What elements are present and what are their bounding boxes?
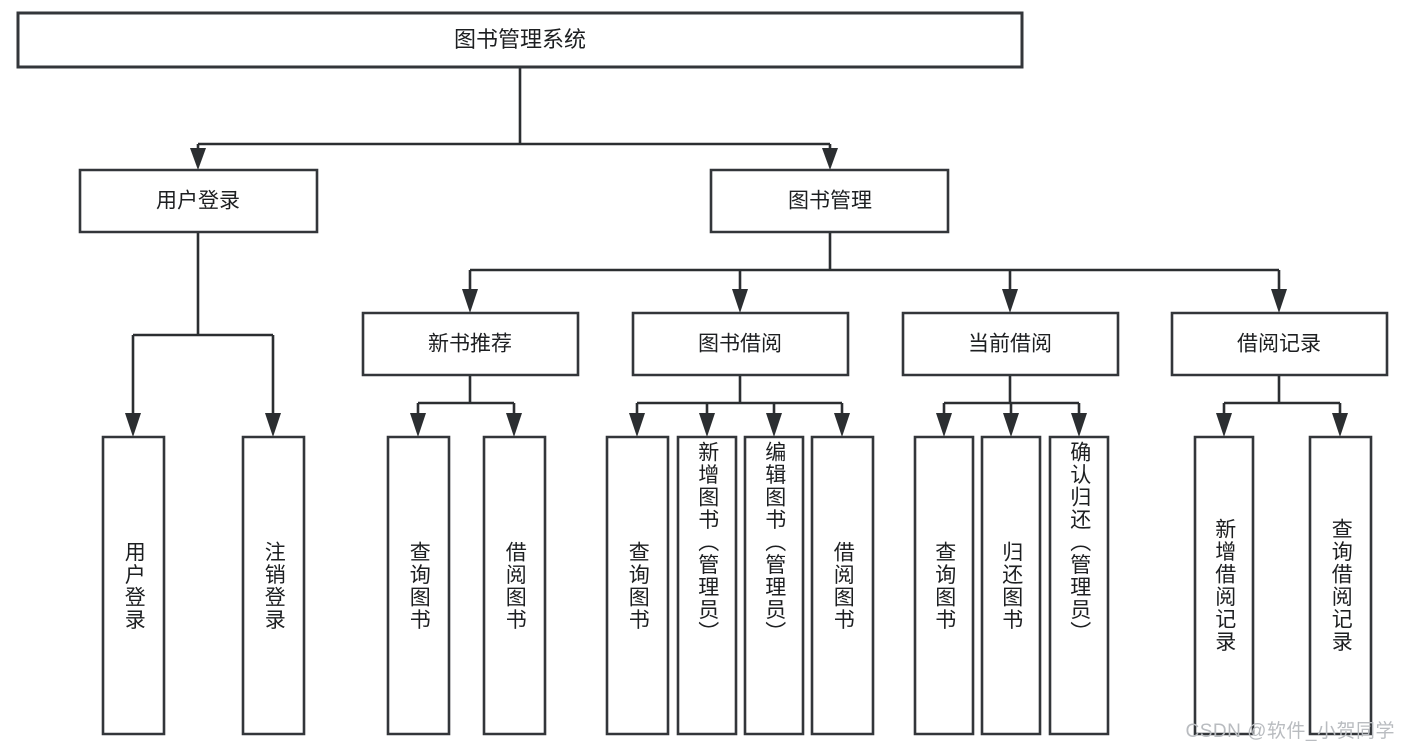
leaf-add-record-box[interactable] — [1195, 437, 1253, 734]
arrow-head-borrow-record — [1271, 289, 1287, 313]
leaf-logout-box[interactable] — [243, 437, 304, 734]
node-book-manage[interactable]: 图书管理 — [711, 170, 948, 232]
node-book-borrow[interactable]: 图书借阅 — [633, 313, 848, 375]
arrow-head-leaf-borrow-book-2 — [834, 413, 850, 437]
leaf-query-book-2-box[interactable] — [607, 437, 668, 734]
book-borrow-box[interactable] — [633, 313, 848, 375]
csdn-watermark: CSDN @软件_小贺同学 — [1185, 721, 1395, 742]
current-borrow-label: 当前借阅 — [968, 333, 1052, 356]
new-book-rec-label: 新书推荐 — [428, 333, 512, 356]
leaf-borrow-book-1-box[interactable] — [484, 437, 545, 734]
arrow-head-leaf-return-book — [1003, 413, 1019, 437]
current-borrow-box[interactable] — [903, 313, 1118, 375]
arrow-head-book-borrow — [732, 289, 748, 313]
leaf-user-login-box[interactable] — [103, 437, 164, 734]
arrow-head-leaf-user-login — [125, 413, 141, 437]
arrow-head-leaf-query-record — [1332, 413, 1348, 437]
arrow-head-new-book-rec — [462, 289, 478, 313]
leaf-confirm-return-box[interactable] — [1050, 437, 1108, 734]
node-borrow-record[interactable]: 借阅记录 — [1172, 313, 1387, 375]
new-book-rec-box[interactable] — [363, 313, 578, 375]
node-current-borrow[interactable]: 当前借阅 — [903, 313, 1118, 375]
connector-layer — [125, 67, 1348, 437]
node-root[interactable]: 图书管理系统 — [18, 13, 1022, 67]
book-manage-box[interactable] — [711, 170, 948, 232]
leaf-layer — [103, 437, 1371, 734]
root-box[interactable] — [18, 13, 1022, 67]
leaf-query-book-3-box[interactable] — [915, 437, 973, 734]
book-manage-label: 图书管理 — [788, 190, 872, 213]
root-label: 图书管理系统 — [454, 27, 586, 52]
arrow-head-leaf-add-book — [699, 413, 715, 437]
arrow-head-leaf-confirm-return — [1071, 413, 1087, 437]
arrow-head-leaf-edit-book — [766, 413, 782, 437]
borrow-record-box[interactable] — [1172, 313, 1387, 375]
book-borrow-label: 图书借阅 — [698, 333, 782, 356]
arrow-head-leaf-borrow-book-1 — [506, 413, 522, 437]
arrow-head-current-borrow — [1002, 289, 1018, 313]
borrow-record-label: 借阅记录 — [1237, 333, 1321, 356]
leaf-add-book-box[interactable] — [678, 437, 736, 734]
user-login-box[interactable] — [80, 170, 317, 232]
arrow-head-leaf-query-book-1 — [410, 413, 426, 437]
node-new-book-rec[interactable]: 新书推荐 — [363, 313, 578, 375]
arrow-head-user-login — [190, 148, 206, 170]
user-login-label: 用户登录 — [156, 190, 240, 213]
arrow-head-leaf-logout — [265, 413, 281, 437]
arrow-head-leaf-query-book-3 — [936, 413, 952, 437]
arrow-head-book-manage — [822, 148, 838, 170]
leaf-return-book-box[interactable] — [982, 437, 1040, 734]
arrow-head-leaf-add-record — [1216, 413, 1232, 437]
arrow-head-leaf-query-book-2 — [629, 413, 645, 437]
leaf-borrow-book-2-box[interactable] — [812, 437, 873, 734]
node-user-login[interactable]: 用户登录 — [80, 170, 317, 232]
leaf-edit-book-box[interactable] — [745, 437, 803, 734]
leaf-query-book-1-box[interactable] — [388, 437, 449, 734]
leaf-query-record-box[interactable] — [1310, 437, 1371, 734]
